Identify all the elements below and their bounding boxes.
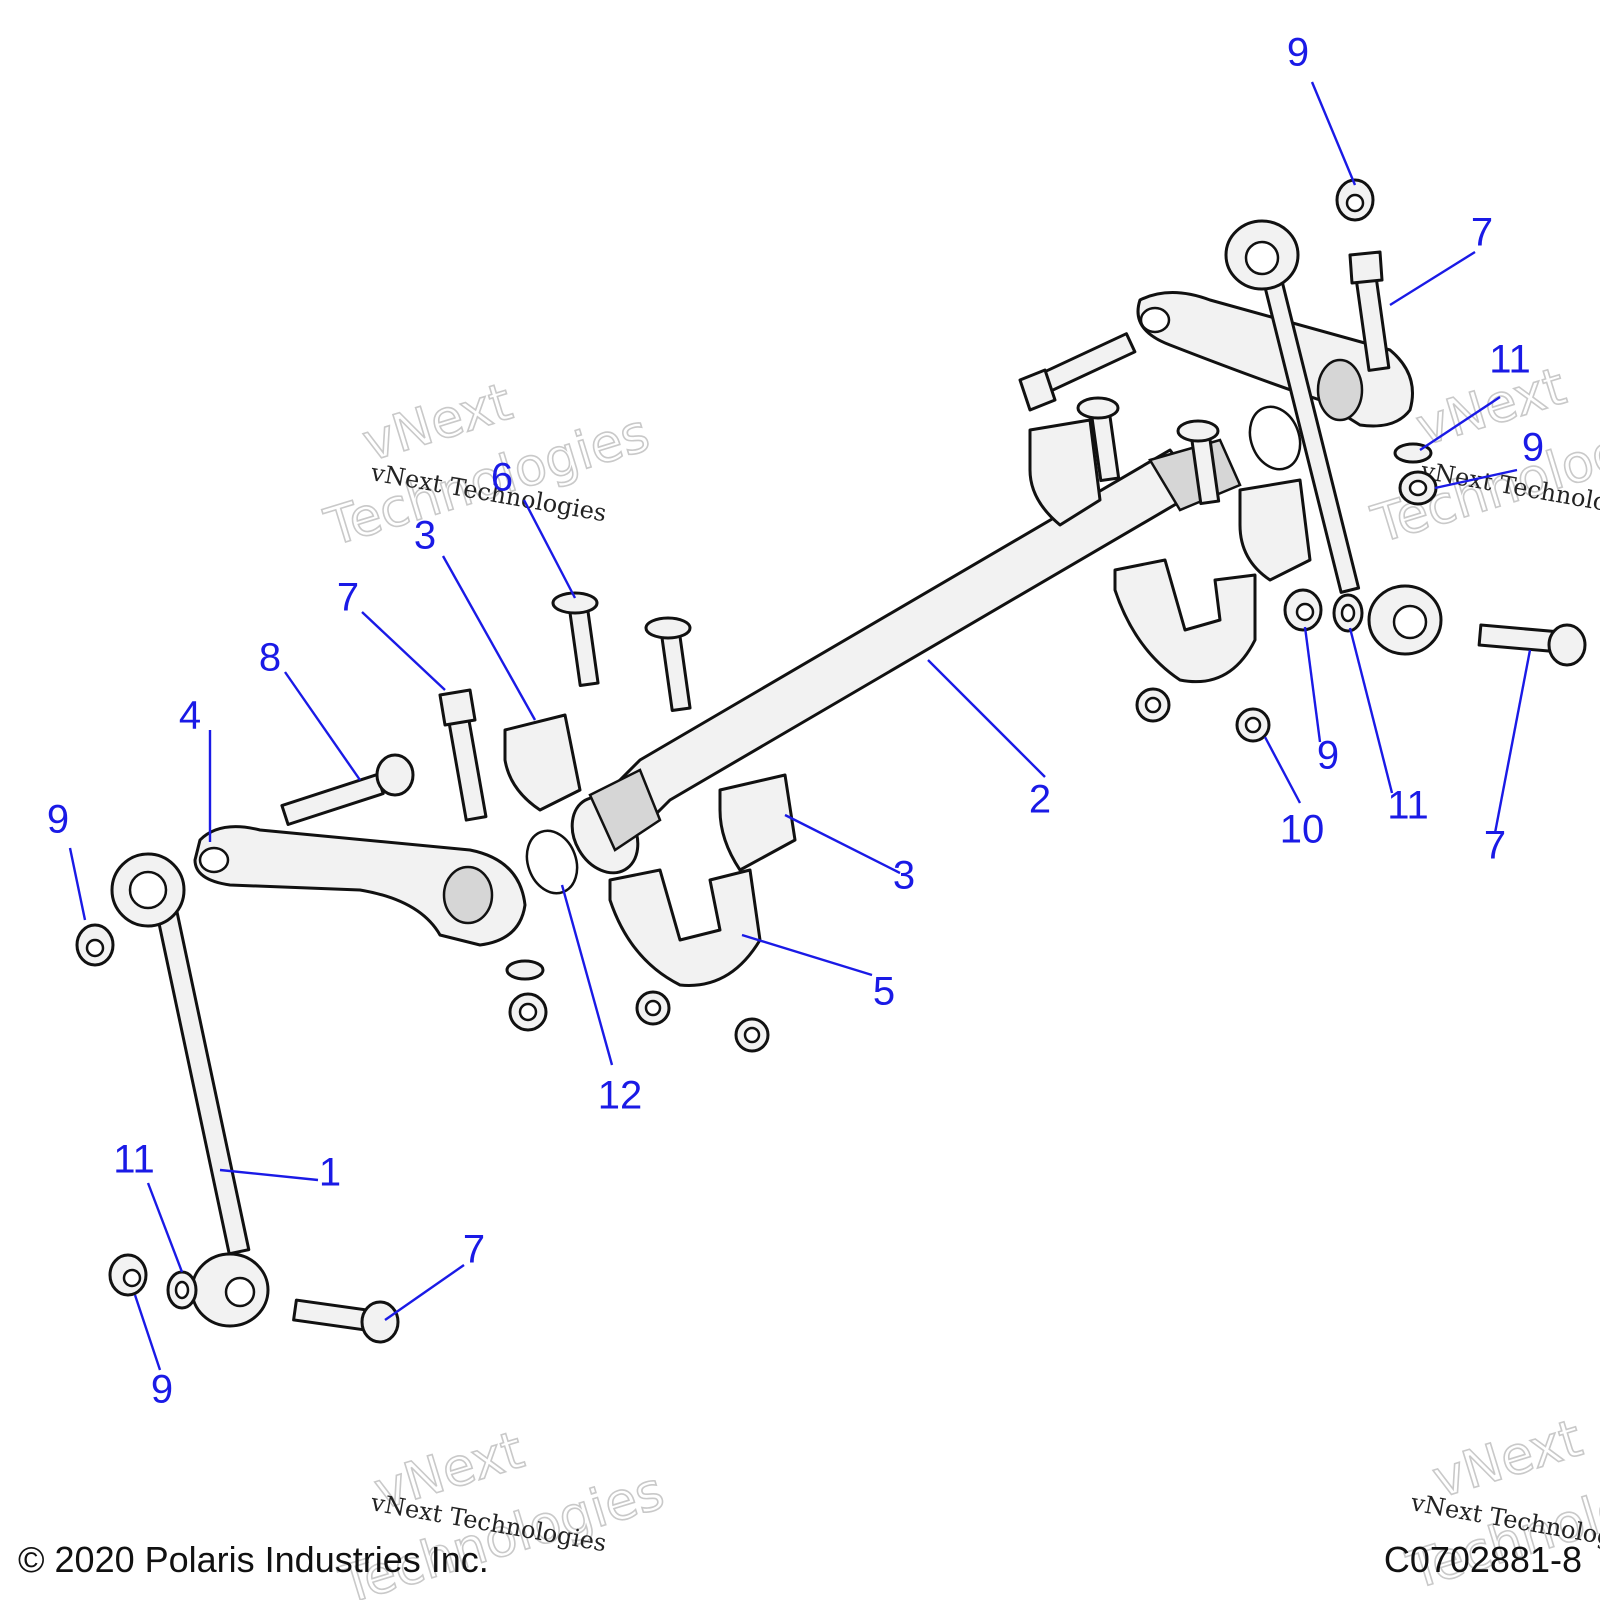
o-ring-right: [1248, 405, 1302, 471]
callout-5: 5: [873, 970, 895, 1014]
callout-9: 9: [151, 1368, 173, 1412]
bushing-left-upper: [503, 713, 582, 812]
callout-3: 3: [414, 514, 436, 558]
callout-7: 7: [337, 576, 359, 620]
bolt-7-left-vertical: [438, 688, 488, 822]
pin-left-b: [644, 616, 692, 712]
clamp-right: [1113, 558, 1257, 684]
nuts-and-washers: [75, 178, 1438, 1310]
diagram-code: C0702881-8: [1384, 1539, 1582, 1580]
callout-9: 9: [47, 798, 69, 842]
callout-7: 7: [1484, 824, 1506, 868]
callout-12: 12: [598, 1074, 643, 1118]
pin-left-a: [551, 591, 600, 687]
callout-8: 8: [259, 636, 281, 680]
clamp-left: [608, 868, 762, 987]
left-stabilizer-arm: [193, 825, 527, 947]
callout-9: 9: [1522, 426, 1544, 470]
right-stabilizer-arm: [1136, 291, 1414, 428]
right-stabilizer-link: [1224, 219, 1443, 656]
bolt-7-bottom-left: [292, 1298, 400, 1344]
bushing-right-upper: [1028, 418, 1102, 527]
copyright-notice: © 2020 Polaris Industries Inc.: [18, 1539, 489, 1580]
callout-9: 9: [1317, 734, 1339, 778]
leader-lines: [68, 81, 1532, 1371]
callout-6: 6: [491, 456, 513, 500]
callout-10: 10: [1280, 808, 1325, 852]
bolt-7-right-upper-vertical: [1348, 250, 1391, 372]
bolt-8: [280, 753, 415, 827]
stabilizer-bar: [570, 438, 1242, 875]
callout-3: 3: [893, 854, 915, 898]
pin-right-b: [1176, 419, 1221, 506]
callout-1: 1: [319, 1151, 341, 1195]
bushing-left-lower: [718, 773, 797, 872]
callout-labels: 9 7 11 9 6 3 7 8 4 9 2 3 5 12 9 11 10 7 …: [47, 31, 1544, 1412]
bolt-7-far-right: [1477, 623, 1587, 667]
left-stabilizer-link: [110, 852, 270, 1328]
callout-4: 4: [179, 694, 201, 738]
bushing-right-lower: [1238, 478, 1312, 582]
bolt-right-horizontal: [1018, 332, 1137, 412]
callout-11: 11: [1489, 338, 1531, 382]
callout-7: 7: [1471, 211, 1493, 255]
callout-11: 11: [1387, 784, 1429, 828]
callout-7: 7: [463, 1228, 485, 1272]
callout-11: 11: [113, 1138, 155, 1182]
callout-2: 2: [1029, 778, 1051, 822]
callout-9: 9: [1287, 31, 1309, 75]
pin-right-a: [1076, 396, 1121, 483]
